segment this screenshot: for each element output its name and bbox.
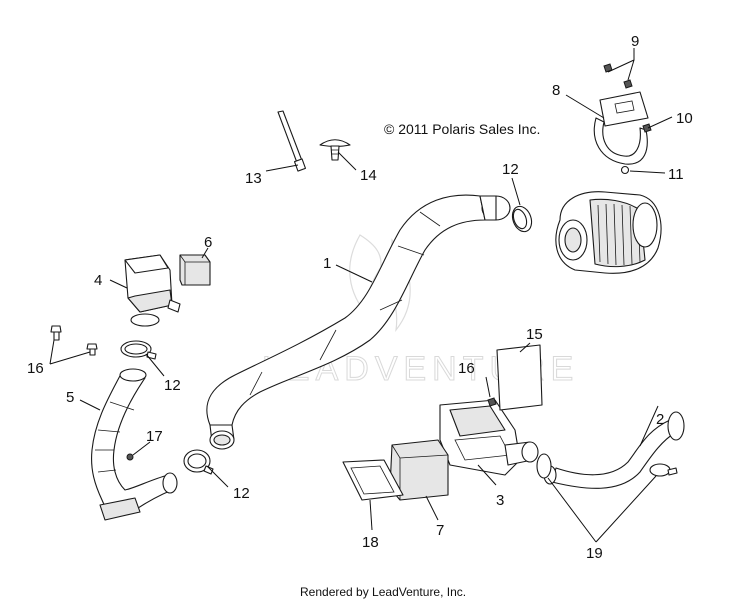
hose-clamp-part-12-upper <box>511 205 533 233</box>
callout-6: 6 <box>204 234 212 251</box>
hose-clamp-part-19a <box>536 453 552 479</box>
callout-18: 18 <box>362 534 379 551</box>
fastener-part-9b <box>623 79 633 89</box>
screw-part-17 <box>126 453 134 461</box>
callout-16-left: 16 <box>27 360 44 377</box>
screw-part-16a <box>50 325 62 341</box>
callout-19: 19 <box>586 545 603 562</box>
callout-3: 3 <box>496 492 504 509</box>
mounting-bracket-part-8 <box>593 91 649 165</box>
intake-hose-part-5 <box>91 368 178 521</box>
callout-12-lower: 12 <box>233 485 250 502</box>
callout-2: 2 <box>656 411 664 428</box>
hose-clamp-part-12-lower <box>183 449 214 475</box>
screw-part-16b <box>86 343 98 356</box>
callout-numbers: 1 2 3 4 5 6 7 8 9 10 11 12 12 12 13 14 1… <box>27 33 693 562</box>
hose-clamp-part-12-left <box>120 340 157 360</box>
hose-clamp-part-19b <box>649 463 678 477</box>
air-filter-canister <box>555 191 662 274</box>
callout-17: 17 <box>146 428 163 445</box>
callout-4: 4 <box>94 272 102 289</box>
callout-15: 15 <box>526 326 543 343</box>
airbox-part-3 <box>439 399 539 476</box>
callout-8: 8 <box>552 82 560 99</box>
hose-part-2 <box>543 411 685 489</box>
push-clip-part-14 <box>319 139 351 161</box>
callout-12-left: 12 <box>164 377 181 394</box>
callout-9: 9 <box>631 33 639 50</box>
filter-frame-part-18 <box>342 459 404 501</box>
copyright-notice: © 2011 Polaris Sales Inc. <box>384 121 540 137</box>
callout-7: 7 <box>436 522 444 539</box>
callout-5: 5 <box>66 389 74 406</box>
intake-duct-part-1 <box>206 194 511 450</box>
foam-pad-part-6 <box>179 254 211 286</box>
callout-16-right: 16 <box>458 360 475 377</box>
callout-10: 10 <box>676 110 693 127</box>
pad-part-15 <box>496 344 543 411</box>
resonator-part-4 <box>124 254 181 327</box>
leader-lines <box>49 48 673 543</box>
footer-credit: Rendered by LeadVenture, Inc. <box>300 585 466 599</box>
callout-14: 14 <box>360 167 377 184</box>
nut-part-11 <box>620 165 630 175</box>
cable-tie-part-13 <box>277 110 307 172</box>
callout-1: 1 <box>323 255 331 272</box>
callout-12-upper: 12 <box>502 161 519 178</box>
callout-11: 11 <box>668 166 684 183</box>
callout-13: 13 <box>245 170 262 187</box>
screw-part-16c <box>487 397 497 407</box>
fastener-part-10 <box>642 123 652 133</box>
